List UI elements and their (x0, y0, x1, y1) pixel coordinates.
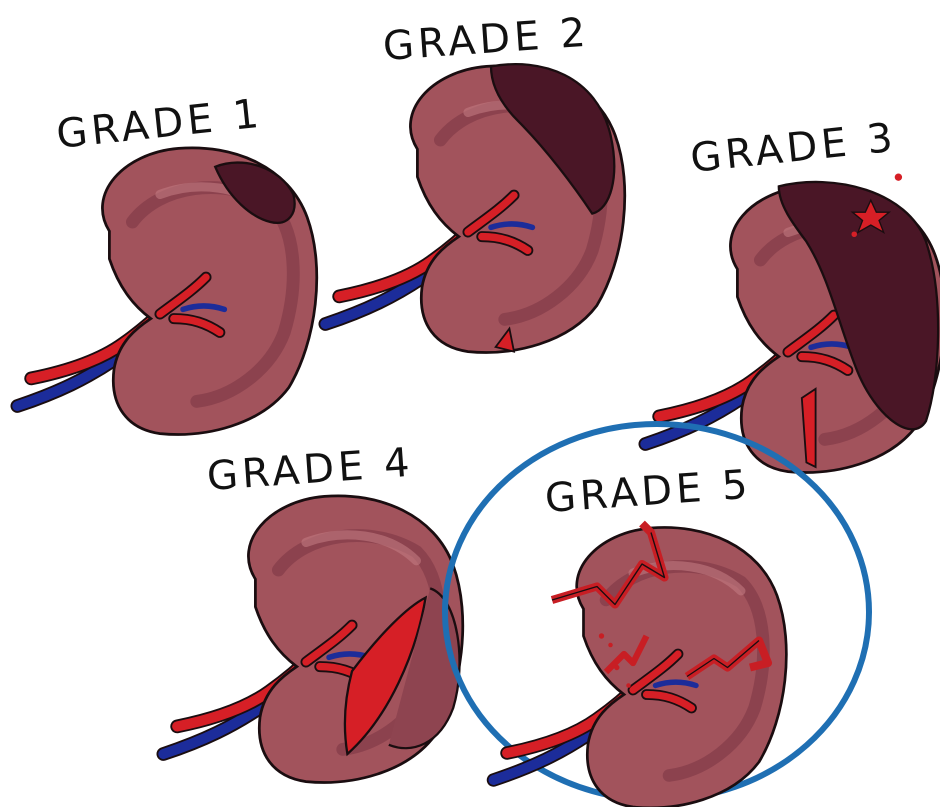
grade-2-panel: GRADE 2 (325, 10, 624, 353)
grade-1-kidney (17, 148, 316, 435)
grade-4-label: GRADE 4 (205, 440, 414, 500)
grade-5-label: GRADE 5 (543, 462, 752, 522)
grade-4-panel: GRADE 4 (163, 440, 462, 783)
grade-1-label: GRADE 1 (54, 91, 264, 158)
grade-2-label: GRADE 2 (381, 10, 590, 70)
grade-3-panel: GRADE 3 (645, 115, 940, 473)
grade-3-label: GRADE 3 (688, 115, 898, 182)
grade-2-kidney (325, 64, 624, 352)
grade-5-kidney (494, 524, 787, 807)
grade-5-panel: GRADE 5 (445, 424, 869, 807)
grade-4-kidney (163, 496, 462, 783)
grade-1-panel: GRADE 1 (17, 91, 316, 435)
